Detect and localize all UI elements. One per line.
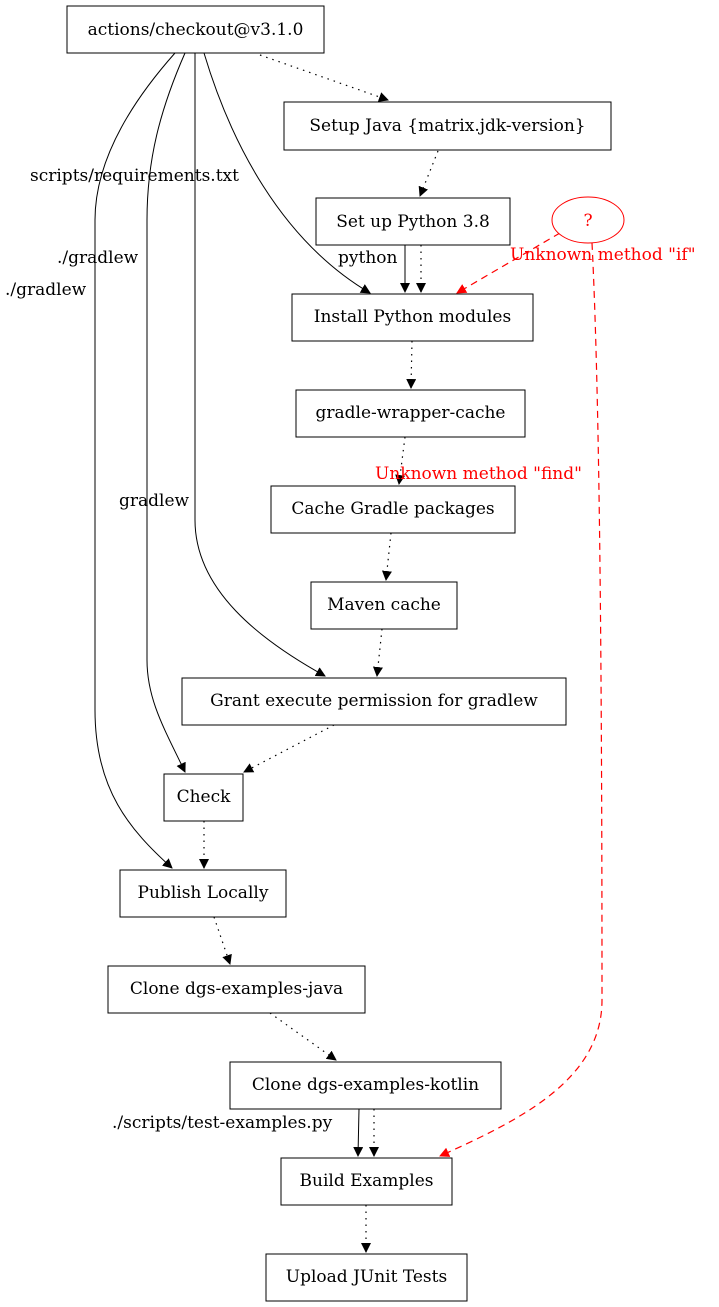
svg-text:Upload JUnit Tests: Upload JUnit Tests xyxy=(286,1267,447,1287)
node-maven-cache: Maven cache xyxy=(310,581,458,630)
edge-unknown-to-build xyxy=(439,242,603,1157)
edge-setup-java-to-setup-python xyxy=(418,150,439,197)
label-python: python xyxy=(338,248,398,268)
node-setup-java: Setup Java {matrix.jdk-version} xyxy=(283,101,612,151)
edge-checkout-to-grant xyxy=(194,53,326,677)
svg-text:Clone dgs-examples-java: Clone dgs-examples-java xyxy=(130,979,343,999)
svg-text:Cache Gradle packages: Cache Gradle packages xyxy=(291,499,494,519)
edge-checkout-to-check xyxy=(146,52,186,773)
edge-labels: scripts/requirements.txt ./gradlew ./gra… xyxy=(5,166,696,1133)
label-gradlew-grant: gradlew xyxy=(119,491,190,511)
svg-text:Clone dgs-examples-kotlin: Clone dgs-examples-kotlin xyxy=(252,1075,479,1095)
svg-text:?: ? xyxy=(583,211,592,231)
edge-checkout-to-install xyxy=(203,52,371,294)
node-upload-junit: Upload JUnit Tests xyxy=(265,1253,468,1302)
label-gradlew-publish: ./gradlew xyxy=(5,280,87,300)
annotation-unknown-if: Unknown method "if" xyxy=(510,245,696,265)
node-checkout: actions/checkout@v3.1.0 xyxy=(66,5,325,54)
label-requirements: scripts/requirements.txt xyxy=(30,166,239,186)
svg-text:Setup Java {matrix.jdk-version: Setup Java {matrix.jdk-version} xyxy=(309,116,585,136)
edge-grant-to-check xyxy=(243,724,335,773)
svg-text:Grant execute permission for g: Grant execute permission for gradlew xyxy=(210,691,538,711)
node-clone-kotlin: Clone dgs-examples-kotlin xyxy=(229,1061,502,1110)
edge-install-to-wrapper-cache xyxy=(406,340,417,389)
edge-clone-kotlin-to-build-solid xyxy=(353,1108,364,1157)
svg-text:Set up Python 3.8: Set up Python 3.8 xyxy=(336,212,490,232)
edge-clone-java-to-clone-kotlin xyxy=(269,1012,337,1061)
label-test-examples: ./scripts/test-examples.py xyxy=(112,1113,333,1133)
node-unknown: ? xyxy=(551,196,625,244)
node-clone-java: Clone dgs-examples-java xyxy=(107,965,366,1014)
nodes: actions/checkout@v3.1.0 Setup Java {matr… xyxy=(66,5,625,1302)
node-setup-python: Set up Python 3.8 xyxy=(315,197,511,246)
node-install-python-modules: Install Python modules xyxy=(291,293,534,342)
edge-unknown-to-install xyxy=(456,232,561,294)
svg-text:Publish Locally: Publish Locally xyxy=(138,883,269,903)
node-cache-gradle-packages: Cache Gradle packages xyxy=(270,485,516,534)
node-build-examples: Build Examples xyxy=(280,1157,453,1206)
edge-maven-to-grant xyxy=(372,628,383,677)
svg-text:gradle-wrapper-cache: gradle-wrapper-cache xyxy=(316,403,506,423)
edges xyxy=(94,52,603,1253)
node-publish-locally: Publish Locally xyxy=(119,869,287,918)
svg-text:Build Examples: Build Examples xyxy=(300,1171,434,1191)
edge-publish-to-clone-java xyxy=(213,916,232,965)
edge-checkout-to-publish xyxy=(94,52,176,869)
edge-gradle-cache-to-maven xyxy=(381,532,392,581)
label-gradlew-check: ./gradlew xyxy=(57,248,139,268)
edge-wrapper-cache-to-gradle-cache xyxy=(395,436,406,485)
svg-text:Check: Check xyxy=(177,787,232,807)
svg-text:Install Python modules: Install Python modules xyxy=(314,307,511,327)
node-gradle-wrapper-cache: gradle-wrapper-cache xyxy=(295,389,526,438)
node-check: Check xyxy=(163,773,244,822)
node-grant-execute: Grant execute permission for gradlew xyxy=(181,677,567,726)
annotation-unknown-find: Unknown method "find" xyxy=(375,464,582,484)
svg-text:Maven cache: Maven cache xyxy=(327,595,441,615)
svg-text:actions/checkout@v3.1.0: actions/checkout@v3.1.0 xyxy=(88,20,304,40)
edge-checkout-to-setup-java xyxy=(259,54,389,102)
